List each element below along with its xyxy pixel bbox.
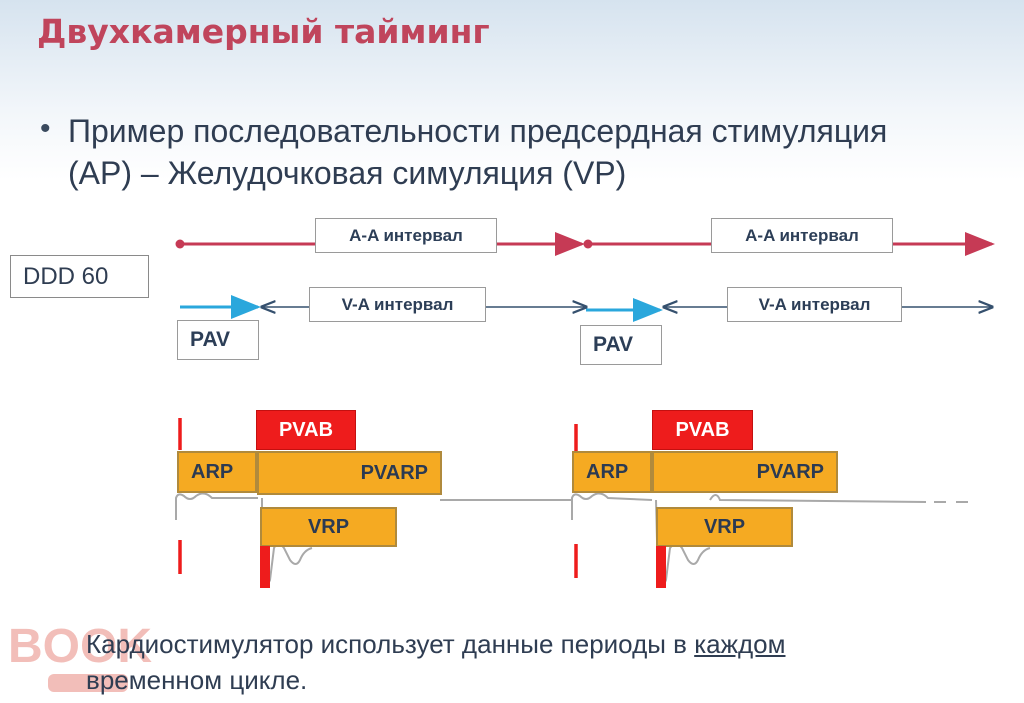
vrp-block-2: VRP (656, 507, 793, 547)
pvab-block-1: PVAB (256, 410, 356, 450)
bullet-line-2: (AP) – Желудочковая симуляция (VP) (68, 155, 627, 191)
footer-text-start: Кардиостимулятор использует данные перио… (86, 629, 695, 659)
footer-text-emphasis: каждом (694, 629, 786, 659)
bullet-marker: • (40, 112, 51, 145)
pav-label-1: PAV (177, 320, 259, 360)
pvarp-block-1: PVARP (257, 451, 442, 495)
slide-title: Двухкамерный тайминг (37, 12, 490, 51)
footer-note: Кардиостимулятор использует данные перио… (86, 626, 986, 698)
ventricular-pace-mark-1 (260, 546, 270, 588)
arp-block-2: ARP (572, 451, 652, 493)
bullet-text: Пример последовательности предсердная ст… (68, 110, 1018, 194)
pacing-mode-label: DDD 60 (10, 255, 149, 298)
pav-label-2: PAV (580, 325, 662, 365)
pvab-block-2: PVAB (652, 410, 753, 450)
footer-text-end: временном цикле. (86, 665, 308, 695)
aa-interval-label-2: A-A интервал (711, 218, 893, 253)
ecg-trace (175, 492, 968, 587)
va-interval-label-1: V-A интервал (309, 287, 486, 322)
watermark-logo: BOOK (8, 620, 152, 692)
va-interval-label-2: V-A интервал (727, 287, 902, 322)
vrp-block-1: VRP (260, 507, 397, 547)
aa-interval-label-1: A-A интервал (315, 218, 497, 253)
arp-block-1: ARP (177, 451, 257, 493)
pvarp-block-2: PVARP (652, 451, 838, 493)
ventricular-pace-mark-2 (656, 546, 666, 588)
watermark-text: BOOK (8, 620, 152, 673)
bullet-line-1: Пример последовательности предсердная ст… (68, 113, 888, 149)
